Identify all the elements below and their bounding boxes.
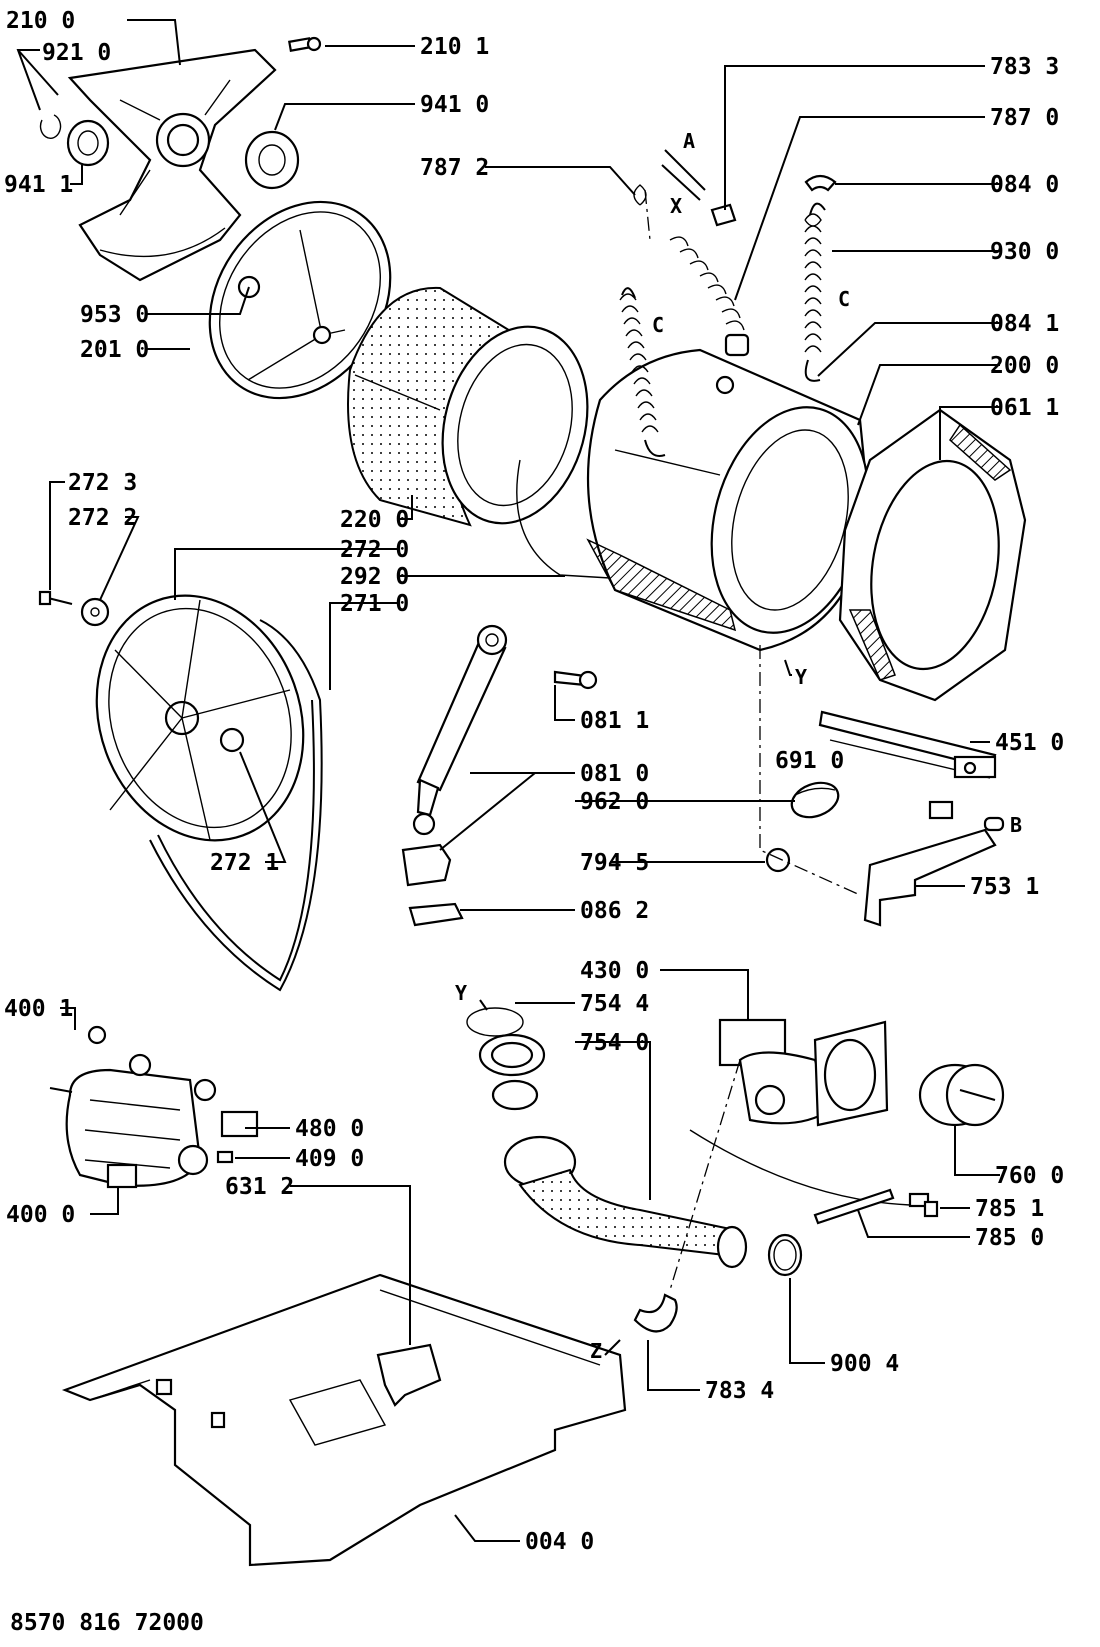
- hose-7850-drawing: [813, 1188, 939, 1225]
- label-0040: 004 0: [525, 1529, 594, 1555]
- spring-right-drawing: [804, 174, 837, 382]
- letter-markers: A X C C Y B Y Z: [455, 129, 1022, 1363]
- label-9620: 962 0: [580, 789, 649, 815]
- marker-c-right: C: [838, 287, 850, 311]
- drum-spider-drawing: [67, 48, 277, 282]
- label-7872: 787 2: [420, 155, 489, 181]
- label-2721: 272 1: [210, 850, 279, 876]
- tub-drawing: [516, 348, 872, 652]
- bearing-small-drawing: [39, 114, 110, 167]
- label-7531: 753 1: [970, 874, 1039, 900]
- marker-x: X: [670, 194, 682, 218]
- marker-y-tub: Y: [795, 665, 807, 689]
- bearing-large-drawing: [244, 130, 300, 190]
- belt-drawing: [149, 619, 323, 992]
- marker-z: Z: [590, 1339, 602, 1363]
- leader-lines: [16, 19, 1000, 1542]
- cap-7945-drawing: [765, 847, 791, 873]
- marker-y-sump: Y: [455, 981, 467, 1005]
- label-9210: 921 0: [42, 40, 111, 66]
- suspension-bracket-drawing: [863, 816, 1005, 927]
- label-7851: 785 1: [975, 1196, 1044, 1222]
- screw-2101-drawing: [288, 36, 322, 52]
- part-labels: 210 0 921 0 210 1 941 0 941 1 953 0 201 …: [4, 8, 1064, 1555]
- label-7945: 794 5: [580, 850, 649, 876]
- label-0810: 081 0: [580, 761, 649, 787]
- label-7540: 754 0: [580, 1030, 649, 1056]
- marker-b: B: [1010, 813, 1022, 837]
- label-4510: 451 0: [995, 730, 1064, 756]
- pulley-drawing: [38, 590, 305, 842]
- label-6312: 631 2: [225, 1174, 294, 1200]
- label-6910: 691 0: [775, 748, 844, 774]
- label-7850: 785 0: [975, 1225, 1044, 1251]
- label-9300: 930 0: [990, 239, 1059, 265]
- label-2720: 272 0: [340, 537, 409, 563]
- label-2722: 272 2: [68, 505, 137, 531]
- label-2000: 200 0: [990, 353, 1059, 379]
- label-2100: 210 0: [6, 8, 75, 34]
- rear-tub-drawing: [208, 200, 392, 400]
- front-gasket-drawing: [838, 408, 1027, 702]
- document-code: 8570 816 72000: [10, 1610, 204, 1636]
- label-4000: 400 0: [6, 1202, 75, 1228]
- label-9004: 900 4: [830, 1351, 899, 1377]
- drum-drawing: [347, 286, 589, 527]
- pump-filter-drawing: [918, 1063, 1005, 1127]
- label-9411: 941 1: [4, 172, 73, 198]
- label-9410: 941 0: [420, 92, 489, 118]
- label-7833: 783 3: [990, 54, 1059, 80]
- label-0811: 081 1: [580, 708, 649, 734]
- label-4090: 409 0: [295, 1146, 364, 1172]
- label-2101: 210 1: [420, 34, 489, 60]
- label-2920: 292 0: [340, 564, 409, 590]
- label-0841: 084 1: [990, 311, 1059, 337]
- nut-6910-drawing: [790, 781, 840, 819]
- label-4800: 480 0: [295, 1116, 364, 1142]
- label-0840: 084 0: [990, 172, 1059, 198]
- label-4001: 400 1: [4, 996, 73, 1022]
- clamp-9004-drawing: [767, 1233, 803, 1277]
- bellows-hose-drawing: [633, 149, 750, 357]
- sump-hose-drawing: [466, 1007, 748, 1333]
- marker-a: A: [683, 129, 695, 153]
- spring-left-drawing: [619, 287, 666, 457]
- label-0862: 086 2: [580, 898, 649, 924]
- label-7544: 754 4: [580, 991, 649, 1017]
- heater-drawing: [818, 710, 997, 820]
- label-7600: 760 0: [995, 1163, 1064, 1189]
- label-7834: 783 4: [705, 1378, 774, 1404]
- label-2010: 201 0: [80, 337, 149, 363]
- motor-drawing: [49, 1025, 259, 1189]
- label-7870: 787 0: [990, 105, 1059, 131]
- label-2723: 272 3: [68, 470, 137, 496]
- shock-absorber-drawing: [401, 624, 598, 927]
- label-4300: 430 0: [580, 958, 649, 984]
- label-9530: 953 0: [80, 302, 149, 328]
- base-plate-drawing: [61, 1273, 627, 1567]
- marker-c-left: C: [652, 313, 664, 337]
- label-2710: 271 0: [340, 591, 409, 617]
- drain-pump-drawing: [689, 1018, 911, 1206]
- label-0611: 061 1: [990, 395, 1059, 421]
- label-2200: 220 0: [340, 507, 409, 533]
